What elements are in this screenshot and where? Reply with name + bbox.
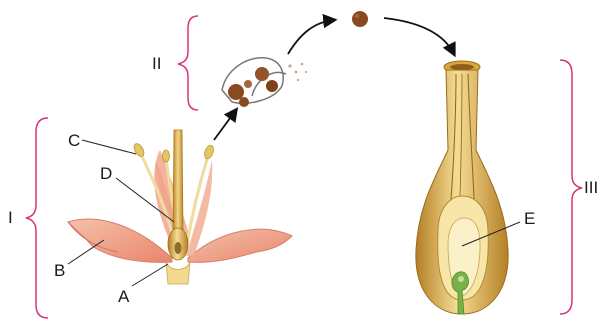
pollen-grain xyxy=(244,80,252,88)
leader-line-b xyxy=(68,240,104,264)
label-stage-3: III xyxy=(584,179,598,196)
pollen-speck xyxy=(288,64,291,67)
label-e: E xyxy=(524,210,535,227)
anther-mid xyxy=(163,150,170,162)
pistil-cross-section xyxy=(416,61,508,314)
pollen-grain xyxy=(239,97,249,107)
arrow-flower-to-pollen xyxy=(214,110,236,140)
label-c: C xyxy=(68,132,80,149)
bracket-stage-1 xyxy=(26,118,48,318)
flower-illustration xyxy=(68,130,292,284)
pollen-speck xyxy=(301,63,304,66)
label-a: A xyxy=(118,288,129,305)
pollen-cluster xyxy=(222,58,307,107)
pollen-grain-flight xyxy=(352,11,368,27)
label-b: B xyxy=(54,262,65,279)
pollen-grain-flight-texture xyxy=(355,14,359,18)
bracket-stage-3 xyxy=(560,60,582,314)
petal-upper-right xyxy=(186,160,212,256)
pollen-grain xyxy=(255,67,269,81)
arrow-air-to-pistil xyxy=(384,18,454,54)
petal-right xyxy=(188,229,292,262)
leader-line-a xyxy=(132,264,168,286)
label-stage-2: II xyxy=(152,55,161,72)
arrow-pollen-to-air xyxy=(288,20,334,54)
embryo-tip xyxy=(458,276,464,282)
pollen-grain xyxy=(266,80,278,92)
anther-right xyxy=(203,144,215,160)
petal-left xyxy=(68,219,172,262)
pistil-style xyxy=(173,130,183,232)
ovule xyxy=(175,242,182,254)
pollen-speck xyxy=(297,79,299,81)
leader-line-c xyxy=(82,140,136,154)
label-d: D xyxy=(100,165,112,182)
bracket-stage-2 xyxy=(178,16,198,110)
pollen-grain xyxy=(228,84,244,100)
label-stage-1: I xyxy=(8,209,13,226)
anther-left xyxy=(132,142,146,158)
receptacle xyxy=(166,262,190,284)
pollen-speck xyxy=(295,71,298,74)
stigma-opening xyxy=(450,64,474,70)
pollen-speck xyxy=(305,71,307,73)
